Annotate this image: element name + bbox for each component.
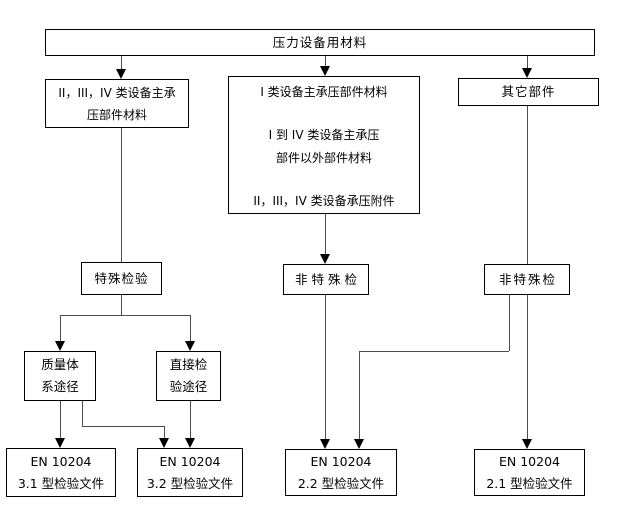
node-label: 验途径	[169, 379, 208, 394]
connector-segment	[359, 351, 360, 441]
connector-segment	[190, 401, 191, 440]
node-label: 非特殊检	[498, 271, 557, 287]
arrow-down-icon	[55, 341, 65, 351]
connector-segment	[325, 295, 326, 441]
node-label: II，III，IV 类设备承压附件	[253, 194, 395, 208]
arrow-down-icon	[320, 254, 330, 264]
node-label: 部件以外部件材料	[275, 151, 372, 165]
node-en10204-type-3-1-document: EN 10204 3.1 型检验文件	[6, 448, 116, 497]
node-label: 非特殊检	[294, 271, 361, 287]
node-en10204-type-2-1-document: EN 10204 2.1 型检验文件	[474, 449, 585, 496]
node-label: I 类设备主承压部件材料	[260, 85, 388, 99]
node-special-inspection: 特殊检验	[81, 262, 162, 295]
connector-segment	[121, 128, 122, 262]
node-pressure-equipment-materials: 压力设备用材料	[45, 29, 595, 56]
connector-segment	[527, 56, 528, 70]
node-label: 质量体	[41, 357, 79, 372]
connector-segment	[121, 56, 122, 71]
node-class-1-and-other-materials-group: I 类设备主承压部件材料 I 到 IV 类设备主承压 部件以外部件材料 II，I…	[228, 76, 420, 214]
node-label: 特殊检验	[94, 270, 149, 286]
connector-segment	[527, 106, 528, 264]
node-label: 其它部件	[501, 84, 556, 99]
node-non-special-inspection-mid: 非特殊检	[283, 264, 369, 295]
node-label: 压力设备用材料	[272, 34, 368, 50]
connector-segment	[190, 315, 191, 343]
arrow-down-icon	[522, 439, 532, 449]
arrow-down-icon	[185, 341, 195, 351]
arrow-down-icon	[320, 439, 330, 449]
node-label: 3.1 型检验文件	[17, 475, 105, 491]
node-label: EN 10204	[159, 453, 221, 469]
arrow-down-icon	[185, 438, 195, 448]
arrow-down-icon	[522, 68, 532, 78]
arrow-down-icon	[159, 438, 169, 448]
connector-segment	[60, 315, 190, 316]
node-label: 2.1 型检验文件	[486, 475, 573, 491]
node-label: 压部件材料	[86, 107, 147, 122]
node-label: EN 10204	[310, 453, 372, 469]
node-en10204-type-3-2-document: EN 10204 3.2 型检验文件	[137, 448, 243, 497]
node-non-special-inspection-right: 非特殊检	[484, 264, 570, 295]
connector-segment	[527, 295, 528, 441]
connector-segment	[325, 56, 326, 68]
node-label: EN 10204	[499, 453, 560, 469]
connector-segment	[164, 426, 165, 440]
connector-segment	[60, 401, 61, 440]
connector-segment	[60, 315, 61, 343]
arrow-down-icon	[55, 438, 65, 448]
connector-segment	[509, 295, 510, 351]
node-label: 2.2 型检验文件	[297, 475, 385, 491]
node-label: 直接检	[169, 357, 208, 372]
node-direct-inspection-route: 直接检 验途径	[156, 351, 221, 401]
connector-segment	[121, 295, 122, 315]
connector-segment	[82, 401, 83, 426]
arrow-down-icon	[354, 439, 364, 449]
connector-segment	[82, 426, 164, 427]
connector-segment	[325, 214, 326, 256]
node-label: 3.2 型检验文件	[146, 475, 234, 491]
arrow-down-icon	[116, 69, 126, 79]
node-en10204-type-2-2-document: EN 10204 2.2 型检验文件	[285, 449, 397, 496]
node-label: EN 10204	[30, 453, 92, 469]
connector-segment	[359, 351, 509, 352]
arrow-down-icon	[320, 66, 330, 76]
node-class-2-3-4-main-pressure-parts: II，III，IV 类设备主承 压部件材料	[45, 79, 189, 128]
node-label: I 到 IV 类设备主承压	[268, 128, 380, 142]
node-label: 系途径	[41, 379, 79, 394]
node-quality-system-route: 质量体 系途径	[24, 351, 96, 401]
node-other-parts: 其它部件	[458, 78, 599, 106]
node-label: II，III，IV 类设备主承	[58, 85, 176, 100]
